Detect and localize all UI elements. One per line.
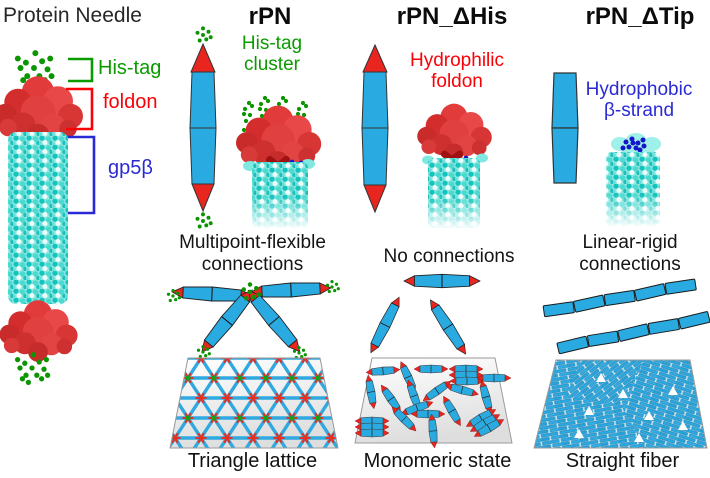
column-header-rpn: rPN (248, 3, 292, 30)
gp5b-segment-top (361, 71, 389, 129)
rpn-dtip-protein-render (602, 133, 664, 228)
triangle-lattice-plate (169, 357, 339, 449)
protein-needle-render (0, 50, 83, 386)
caption-straight-fiber: Straight fiber (565, 450, 680, 472)
connection-label-rpn-dhis: No connections (383, 246, 515, 267)
straight-fiber-plate (533, 359, 708, 449)
connection-label-rpn: Multipoint-flexible connections (179, 232, 326, 275)
annotation-hydrophobic-beta-strand: Hydrophobic β-strand (585, 79, 693, 122)
annotation-hydrophilic-foldon: Hydrophilic foldon (410, 50, 504, 93)
foldon-tip-top (362, 43, 388, 73)
annotation-his-tag-cluster: His-tag cluster (241, 33, 303, 76)
label-his-tag: His-tag (98, 57, 162, 79)
gp5b-segment-top (551, 72, 579, 129)
rpn-dhis-spindle-schematic (361, 43, 389, 214)
rpn-spindle-schematic (189, 26, 217, 229)
region-brackets (66, 57, 96, 215)
foldon-blob-bottom (0, 300, 78, 362)
linear-connection-diagram (542, 278, 710, 355)
rpn-protein-render (236, 95, 322, 230)
label-foldon: foldon (103, 91, 158, 113)
foldon-tip-bottom (191, 183, 215, 213)
caption-monomeric-state: Monomeric state (363, 450, 512, 472)
rpn-dhis-protein-render (417, 103, 492, 230)
lattice-gaps (574, 373, 688, 442)
fiber-chain (542, 278, 697, 318)
his-tag-dots-icon (195, 26, 213, 43)
multipoint-connection-diagram (166, 279, 340, 360)
gp5b-segment-bottom (551, 127, 579, 184)
column-header-rpn-dtip: rPN_ΔTip (585, 3, 695, 30)
label-gp5b: gp5β (108, 157, 153, 179)
monomeric-state-plate (354, 357, 513, 449)
no-connection-diagram (365, 273, 481, 358)
caption-triangle-lattice: Triangle lattice (187, 450, 318, 472)
gp5b-body (8, 132, 68, 304)
his-tag-bracket (68, 57, 94, 83)
his-tag-dots-icon (195, 212, 213, 229)
gp5b-bracket (68, 135, 96, 215)
gp5b-segment-top (189, 71, 217, 129)
connection-label-rpn-dtip: Linear-rigid connections (579, 232, 681, 275)
foldon-bracket (66, 87, 94, 131)
fiber-chain (556, 311, 710, 355)
foldon-tip-top (190, 42, 216, 73)
gp5b-segment-bottom (189, 127, 217, 185)
column-header-rpn-dhis: rPN_ΔHis (396, 3, 508, 30)
foldon-tip-bottom (363, 184, 387, 214)
gp5b-segment-bottom (361, 127, 389, 186)
rpn-dtip-rod-schematic (551, 72, 579, 184)
page-title: Protein Needle (3, 4, 142, 27)
beta-strand-dots (620, 136, 647, 153)
